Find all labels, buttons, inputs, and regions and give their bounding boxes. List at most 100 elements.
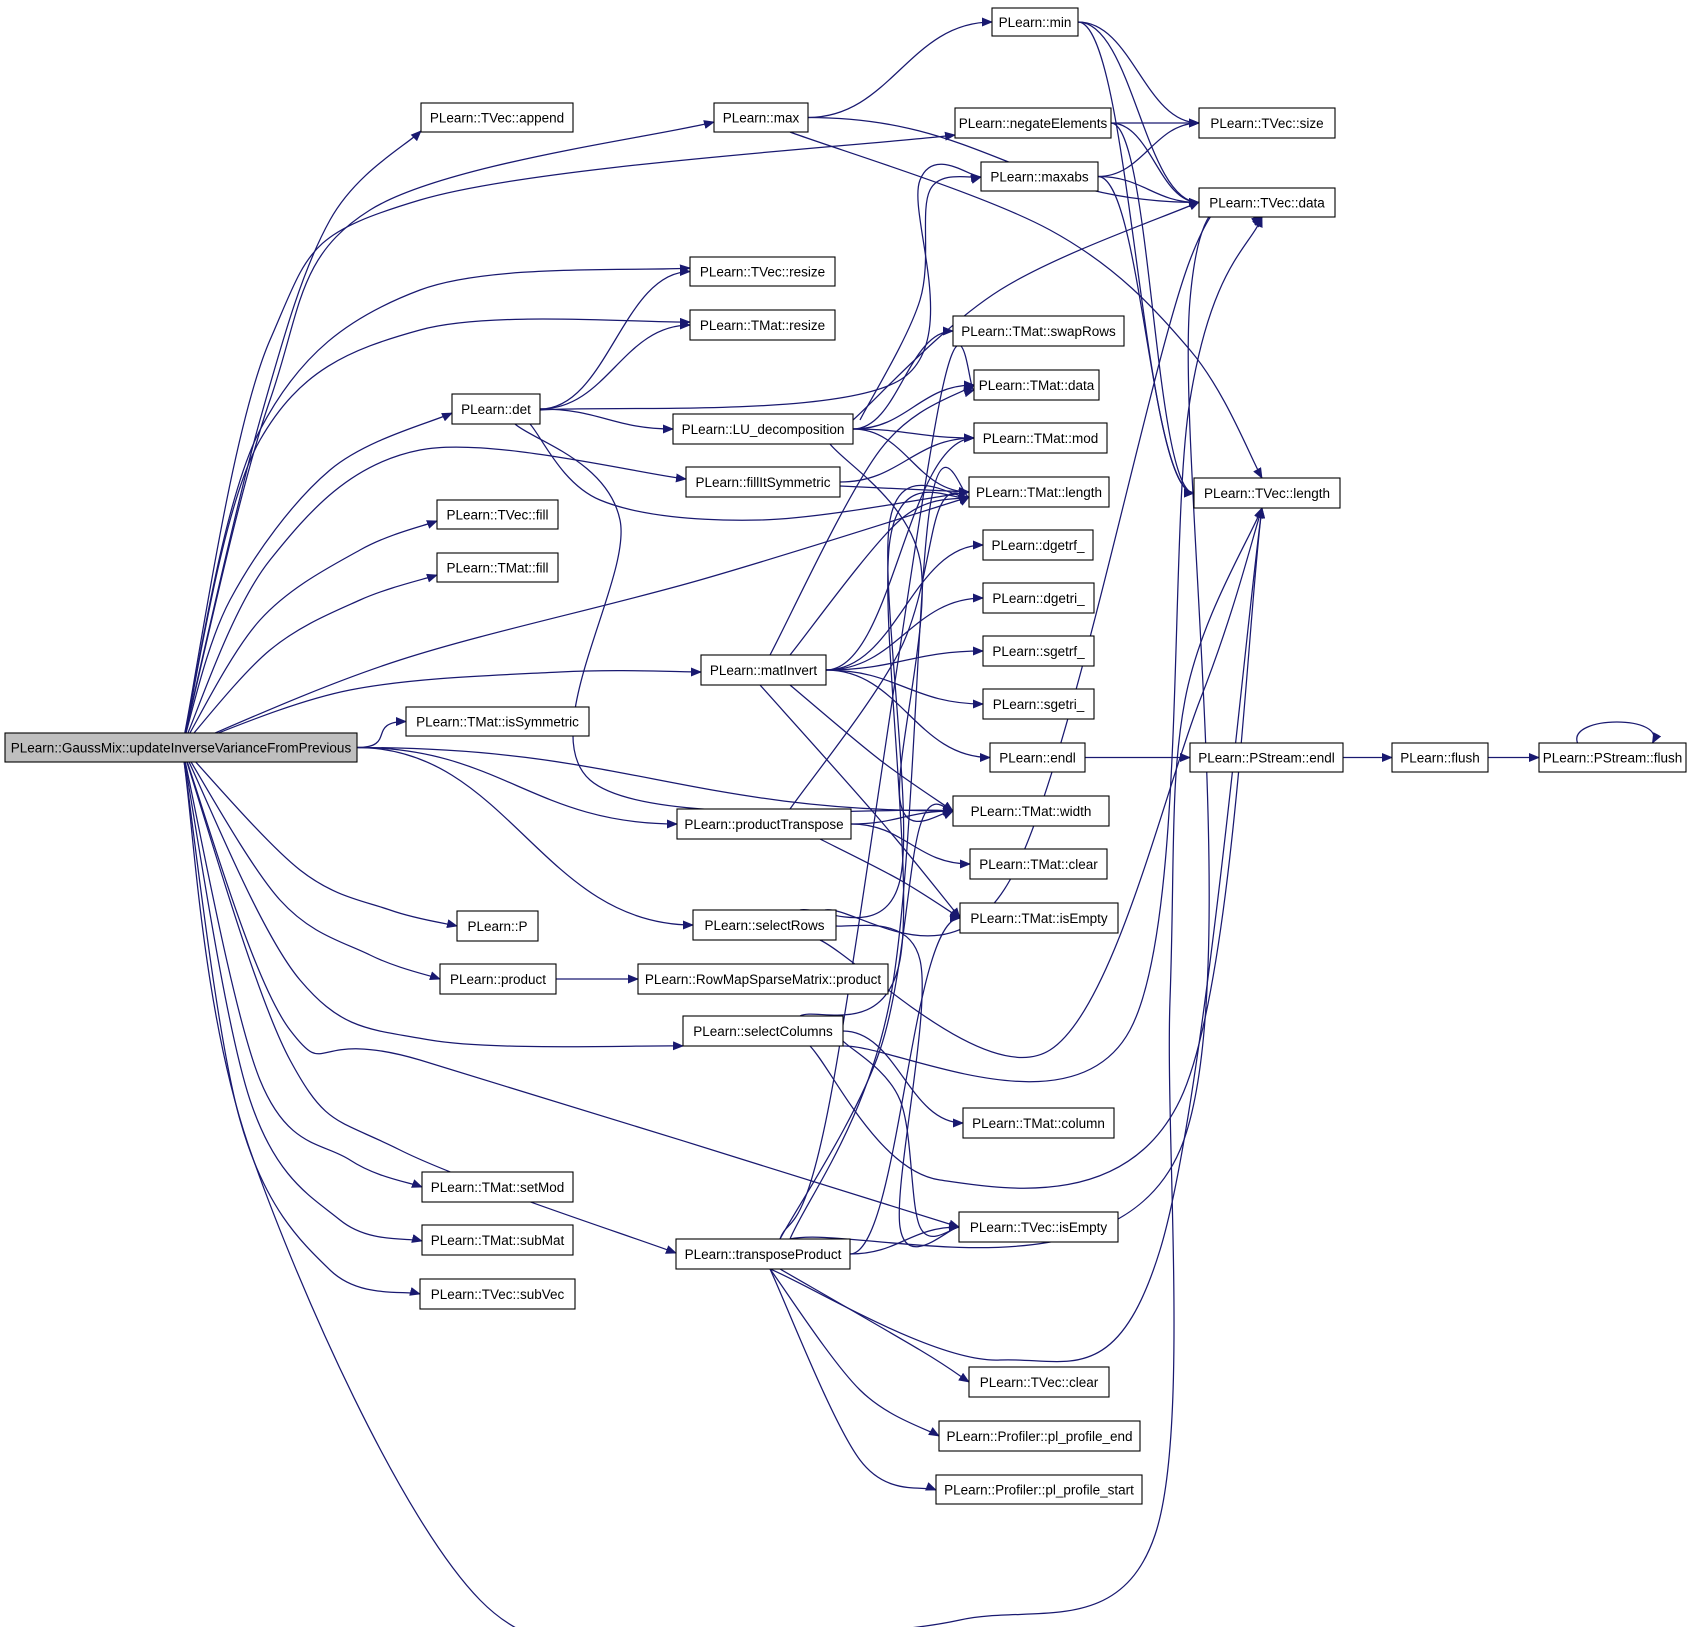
node-psendl-box[interactable] [1189, 742, 1344, 773]
node-sgetrf[interactable]: PLearn::sgetrf_ [982, 635, 1095, 667]
node-tvclear-box[interactable] [968, 1366, 1110, 1398]
node-det[interactable]: PLearn::det [451, 393, 541, 425]
node-tvdata-box[interactable] [1198, 187, 1336, 218]
node-max-box[interactable] [713, 102, 809, 133]
edge-maxabs-to-tvdata [1097, 175, 1200, 207]
node-submat-box[interactable] [421, 1224, 574, 1256]
node-tmcolumn-box[interactable] [962, 1107, 1115, 1139]
node-transP-box[interactable] [675, 1238, 851, 1270]
node-tvsize-box[interactable] [1198, 107, 1336, 139]
node-tmmod[interactable]: PLearn::TMat::mod [973, 422, 1108, 454]
node-tvisempty-box[interactable] [958, 1211, 1119, 1243]
node-append-box[interactable] [420, 102, 574, 133]
node-lu[interactable]: PLearn::LU_decomposition [672, 413, 854, 445]
node-plstart[interactable]: PLearn::Profiler::pl_profile_start [935, 1474, 1143, 1505]
node-tvisempty[interactable]: PLearn::TVec::isEmpty [958, 1211, 1119, 1243]
node-setmod-box[interactable] [421, 1171, 574, 1203]
node-subvec[interactable]: PLearn::TVec::subVec [419, 1278, 576, 1310]
node-selcols[interactable]: PLearn::selectColumns [682, 1015, 844, 1047]
node-tvfill[interactable]: PLearn::TVec::fill [436, 499, 559, 530]
edge-root-to-tmresize [181, 317, 691, 748]
node-tvresize-box[interactable] [689, 256, 836, 287]
node-tmclear-box[interactable] [969, 848, 1108, 880]
node-matinv-box[interactable] [700, 654, 827, 686]
node-tmcolumn[interactable]: PLearn::TMat::column [962, 1107, 1115, 1139]
node-swaprows[interactable]: PLearn::TMat::swapRows [952, 315, 1125, 347]
node-selcols-box[interactable] [682, 1015, 844, 1047]
node-plend[interactable]: PLearn::Profiler::pl_profile_end [938, 1420, 1141, 1452]
node-setmod[interactable]: PLearn::TMat::setMod [421, 1171, 574, 1203]
node-dgetri[interactable]: PLearn::dgetri_ [982, 582, 1095, 614]
node-matinv[interactable]: PLearn::matInvert [700, 654, 827, 686]
node-rmsprod[interactable]: PLearn::RowMapSparseMatrix::product [637, 963, 889, 995]
node-plstart-box[interactable] [935, 1474, 1143, 1505]
node-fillsym[interactable]: PLearn::fillItSymmetric [685, 466, 841, 498]
node-selrows-label: PLearn::selectRows [704, 918, 824, 933]
node-sgetri-box[interactable] [982, 688, 1095, 720]
node-root-box[interactable] [4, 732, 358, 763]
node-endl[interactable]: PLearn::endl [989, 742, 1086, 773]
node-P-box[interactable] [456, 910, 539, 942]
node-rmsprod-box[interactable] [637, 963, 889, 995]
node-tmdata[interactable]: PLearn::TMat::data [973, 369, 1100, 401]
node-tmisempty-box[interactable] [959, 902, 1119, 934]
node-prodT[interactable]: PLearn::productTranspose [676, 808, 852, 840]
node-tmmod-box[interactable] [973, 422, 1108, 454]
node-tmisempty[interactable]: PLearn::TMat::isEmpty [959, 902, 1119, 934]
node-max[interactable]: PLearn::max [713, 102, 809, 133]
node-flush-box[interactable] [1391, 742, 1489, 773]
node-tvdata[interactable]: PLearn::TVec::data [1198, 187, 1336, 218]
node-min-label: PLearn::min [999, 15, 1072, 30]
node-tmclear[interactable]: PLearn::TMat::clear [969, 848, 1108, 880]
node-tmlength[interactable]: PLearn::TMat::length [968, 476, 1110, 508]
node-tvfill-box[interactable] [436, 499, 559, 530]
node-sgetrf-box[interactable] [982, 635, 1095, 667]
node-endl-box[interactable] [989, 742, 1086, 773]
node-negate[interactable]: PLearn::negateElements [954, 107, 1112, 139]
node-lu-box[interactable] [672, 413, 854, 445]
node-P[interactable]: PLearn::P [456, 910, 539, 942]
node-tmwidth[interactable]: PLearn::TMat::width [952, 795, 1110, 827]
node-tvlength[interactable]: PLearn::TVec::length [1193, 477, 1341, 509]
node-psendl[interactable]: PLearn::PStream::endl [1189, 742, 1344, 773]
node-dgetrf-box[interactable] [982, 529, 1094, 561]
node-swaprows-box[interactable] [952, 315, 1125, 347]
node-maxabs[interactable]: PLearn::maxabs [980, 161, 1099, 192]
node-issym-box[interactable] [405, 706, 590, 737]
node-selrows[interactable]: PLearn::selectRows [692, 909, 837, 941]
node-flush[interactable]: PLearn::flush [1391, 742, 1489, 773]
node-submat[interactable]: PLearn::TMat::subMat [421, 1224, 574, 1256]
node-sgetri[interactable]: PLearn::sgetri_ [982, 688, 1095, 720]
node-transP[interactable]: PLearn::transposeProduct [675, 1238, 851, 1270]
node-negate-box[interactable] [954, 107, 1112, 139]
node-min[interactable]: PLearn::min [991, 7, 1079, 37]
node-prodT-box[interactable] [676, 808, 852, 840]
node-tmresize-box[interactable] [689, 309, 836, 341]
node-tvsize[interactable]: PLearn::TVec::size [1198, 107, 1336, 139]
node-issym[interactable]: PLearn::TMat::isSymmetric [405, 706, 590, 737]
node-tvlength-box[interactable] [1193, 477, 1341, 509]
node-tmwidth-box[interactable] [952, 795, 1110, 827]
node-product[interactable]: PLearn::product [439, 963, 557, 995]
node-tmresize[interactable]: PLearn::TMat::resize [689, 309, 836, 341]
node-psflush[interactable]: PLearn::PStream::flush [1538, 742, 1687, 773]
node-psflush-box[interactable] [1538, 742, 1687, 773]
node-dgetri-box[interactable] [982, 582, 1095, 614]
node-fillsym-box[interactable] [685, 466, 841, 498]
node-tmfill[interactable]: PLearn::TMat::fill [436, 552, 559, 583]
node-selrows-box[interactable] [692, 909, 837, 941]
node-dgetrf[interactable]: PLearn::dgetrf_ [982, 529, 1094, 561]
node-det-box[interactable] [451, 393, 541, 425]
node-min-box[interactable] [991, 7, 1079, 37]
node-append[interactable]: PLearn::TVec::append [420, 102, 574, 133]
node-tvclear[interactable]: PLearn::TVec::clear [968, 1366, 1110, 1398]
node-maxabs-box[interactable] [980, 161, 1099, 192]
node-plend-box[interactable] [938, 1420, 1141, 1452]
node-tmlength-box[interactable] [968, 476, 1110, 508]
node-tvresize[interactable]: PLearn::TVec::resize [689, 256, 836, 287]
node-tmdata-box[interactable] [973, 369, 1100, 401]
node-subvec-box[interactable] [419, 1278, 576, 1310]
node-tmfill-box[interactable] [436, 552, 559, 583]
node-root[interactable]: PLearn::GaussMix::updateInverseVarianceF… [4, 732, 358, 763]
node-product-box[interactable] [439, 963, 557, 995]
